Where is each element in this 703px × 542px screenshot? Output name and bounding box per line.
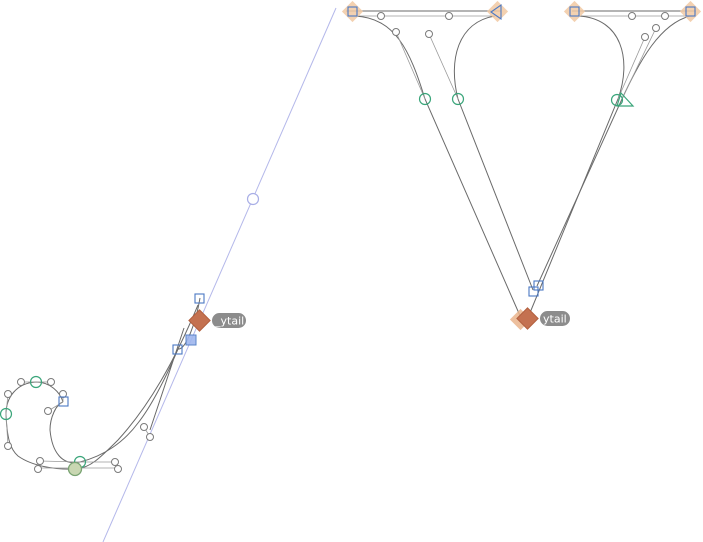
- tail-component: _ytail: [0, 293, 246, 477]
- anchor-ytail-mark-v[interactable]: ytail: [509, 307, 570, 331]
- anchor-diamond-icon[interactable]: [188, 309, 211, 332]
- offcurve-handle-icon[interactable]: [47, 378, 55, 386]
- anchor-ytail-mark[interactable]: _ytail: [188, 309, 246, 332]
- tail-inner-contour: [49, 297, 201, 464]
- v-right-stem-inner: [536, 15, 691, 287]
- tail-handle-lines: [5, 381, 151, 469]
- smooth-node-icon[interactable]: [29, 375, 43, 389]
- tail-offcurve-points[interactable]: [4, 378, 154, 473]
- start-smooth-node-icon[interactable]: [67, 461, 83, 477]
- smooth-node-icon[interactable]: [0, 407, 13, 421]
- corner-node-icon[interactable]: [685, 6, 696, 17]
- offcurve-handle-icon[interactable]: [17, 378, 25, 386]
- offcurve-handle-icon[interactable]: [114, 465, 122, 473]
- corner-node-icon[interactable]: [347, 6, 358, 17]
- offcurve-handle-icon[interactable]: [44, 407, 52, 415]
- offcurve-handle-icon[interactable]: [661, 12, 669, 20]
- corner-node-icon[interactable]: [172, 344, 183, 355]
- offcurve-handle-icon[interactable]: [425, 30, 433, 38]
- smooth-node-icon[interactable]: [451, 92, 465, 106]
- start-point-arrow-icon[interactable]: [490, 3, 502, 21]
- anchor-diamond-icon[interactable]: [516, 307, 539, 330]
- v-right-stem-outer: [526, 15, 625, 321]
- corner-node-icon[interactable]: [528, 286, 539, 297]
- anchor-label: ytail: [543, 313, 567, 326]
- smooth-node-icon[interactable]: [610, 93, 624, 107]
- offcurve-handle-icon[interactable]: [377, 12, 385, 20]
- corner-node-icon[interactable]: [194, 293, 205, 304]
- guideline-knob[interactable]: [246, 192, 260, 206]
- guideline[interactable]: [102, 7, 337, 542]
- offcurve-handle-icon[interactable]: [140, 423, 148, 431]
- tail-smooth-nodes[interactable]: [0, 375, 87, 477]
- offcurve-handle-icon[interactable]: [111, 458, 119, 466]
- v-smooth-nodes[interactable]: [418, 91, 635, 107]
- offcurve-handle-icon[interactable]: [146, 433, 154, 441]
- v-corner-nodes[interactable]: [347, 3, 696, 297]
- v-offcurve-points[interactable]: [377, 12, 669, 41]
- smooth-node-icon[interactable]: [418, 92, 432, 106]
- v-handle-lines: [395, 27, 657, 100]
- corner-node-icon[interactable]: [58, 396, 69, 407]
- anchor-label: _ytail: [214, 315, 244, 328]
- anchor-tag: [540, 311, 570, 326]
- v-left-stem-outer: [354, 15, 522, 319]
- anchor-tag: [212, 313, 246, 328]
- v-left-stem-inner: [453, 15, 534, 291]
- offcurve-handle-icon[interactable]: [445, 12, 453, 20]
- corner-node-icon[interactable]: [569, 6, 580, 17]
- offcurve-handle-icon[interactable]: [628, 12, 636, 20]
- selected-corner-node-icon[interactable]: [185, 334, 197, 346]
- offcurve-handle-icon[interactable]: [641, 33, 649, 41]
- v-glyph: ytail: [341, 0, 702, 331]
- offcurve-handle-icon[interactable]: [392, 28, 400, 36]
- offcurve-handle-icon[interactable]: [36, 457, 44, 465]
- tail-corner-nodes[interactable]: [58, 293, 205, 407]
- offcurve-handle-icon[interactable]: [652, 24, 660, 32]
- offcurve-handle-icon[interactable]: [4, 442, 12, 450]
- direction-triangle-icon[interactable]: [616, 91, 635, 107]
- offcurve-handle-icon[interactable]: [34, 465, 42, 473]
- offcurve-handle-icon[interactable]: [4, 390, 12, 398]
